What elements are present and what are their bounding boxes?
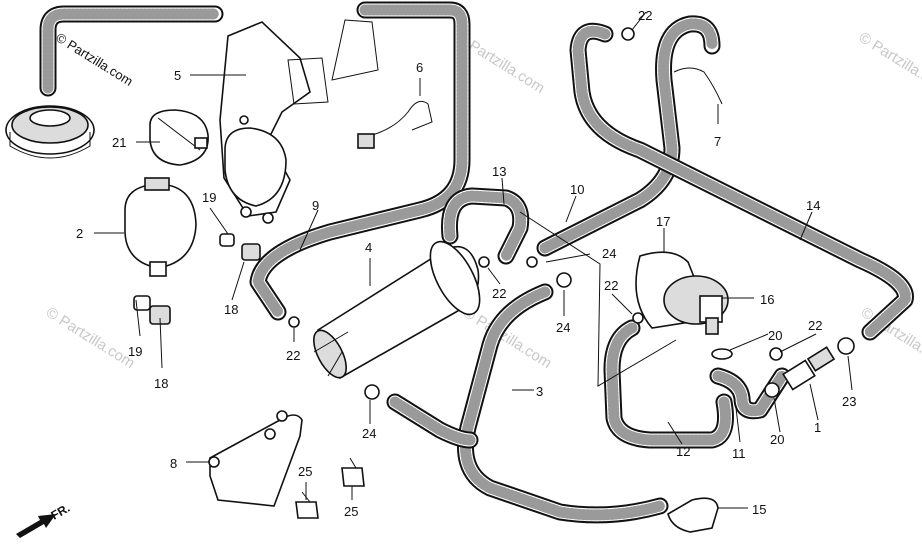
bracket-5 <box>219 21 311 224</box>
callout-21: 21 <box>112 135 126 150</box>
joint-1 <box>782 346 836 391</box>
callout-23: 23 <box>842 394 856 409</box>
callout-22c: 22 <box>492 286 506 301</box>
callout-3: 3 <box>536 384 543 399</box>
bolts-25 <box>295 457 365 519</box>
collars-18-19 <box>133 233 261 325</box>
callout-16: 16 <box>760 292 774 307</box>
callout-25b: 25 <box>344 504 358 519</box>
callout-22e: 22 <box>808 318 822 333</box>
callout-18a: 18 <box>224 302 238 317</box>
bracket-8 <box>208 410 303 507</box>
callout-24a: 24 <box>602 246 616 261</box>
fuel-cap <box>5 105 95 159</box>
front-direction-marker: FR. <box>16 501 72 538</box>
callout-24c: 24 <box>362 426 376 441</box>
front-arrow-icon <box>16 514 56 538</box>
clip-15 <box>667 497 719 533</box>
callout-19a: 19 <box>202 190 216 205</box>
callout-22d: 22 <box>604 278 618 293</box>
hose-clip-6-7 <box>287 19 723 149</box>
callout-13: 13 <box>492 164 506 179</box>
callout-12: 12 <box>676 444 690 459</box>
callout-22b: 22 <box>286 348 300 363</box>
callout-6: 6 <box>416 60 423 75</box>
vent-line <box>519 211 677 387</box>
callout-20b: 20 <box>770 432 784 447</box>
callout-1: 1 <box>814 420 821 435</box>
callout-22a: 22 <box>638 8 652 23</box>
clamp-2 <box>124 177 197 277</box>
callout-10: 10 <box>570 182 584 197</box>
watermark-mid-left: © Partzilla.com <box>43 304 138 372</box>
callout-labels: 1 2 3 4 5 6 7 8 9 10 11 12 13 14 15 16 1… <box>76 8 856 519</box>
callout-20a: 20 <box>768 328 782 343</box>
callout-15: 15 <box>752 502 766 517</box>
callout-4: 4 <box>365 240 372 255</box>
callout-2: 2 <box>76 226 83 241</box>
callout-19b: 19 <box>128 344 142 359</box>
small-clips <box>288 27 855 400</box>
callout-9: 9 <box>312 198 319 213</box>
callout-25a: 25 <box>298 464 312 479</box>
clamp-21 <box>149 109 209 166</box>
callout-24b: 24 <box>556 320 570 335</box>
callout-8: 8 <box>170 456 177 471</box>
watermark-top-right: © Partzilla.com <box>856 29 922 97</box>
callout-17: 17 <box>656 214 670 229</box>
fuel-pump-16 <box>635 251 729 335</box>
fuel-filter-4 <box>313 240 481 380</box>
callout-5: 5 <box>174 68 181 83</box>
callout-7: 7 <box>714 134 721 149</box>
callout-11: 11 <box>732 446 746 461</box>
brand-watermark-small: © Partzilla.com <box>53 30 135 89</box>
leader-lines <box>94 11 853 509</box>
callout-18b: 18 <box>154 376 168 391</box>
hose-group <box>39 1 914 524</box>
callout-14: 14 <box>806 198 820 213</box>
